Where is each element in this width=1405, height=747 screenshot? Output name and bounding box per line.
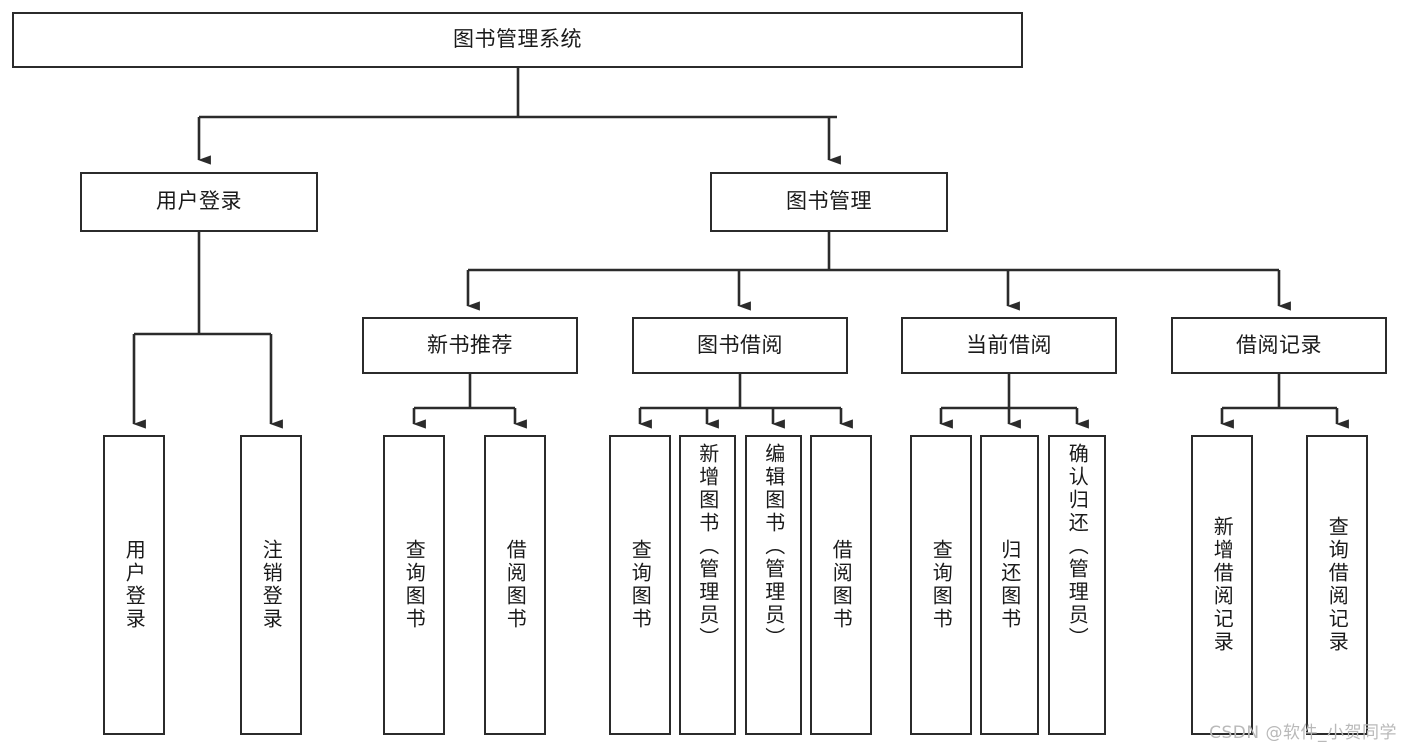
node-leaf-query-borrow-record[interactable]: 查询借阅记录	[1306, 435, 1368, 735]
node-book-borrowing[interactable]: 图书借阅	[632, 317, 848, 374]
node-borrowing-record[interactable]: 借阅记录	[1171, 317, 1387, 374]
node-label: 借阅图书	[503, 539, 528, 631]
node-leaf-user-login[interactable]: 用户登录	[103, 435, 165, 735]
node-label: 新书推荐	[427, 332, 513, 357]
node-user-login[interactable]: 用户登录	[80, 172, 318, 232]
node-label: 编辑图书（管理员）	[761, 443, 786, 650]
node-leaf-add-book-admin[interactable]: 新增图书（管理员）	[679, 435, 736, 735]
node-label: 注销登录	[259, 539, 284, 631]
node-label: 用户登录	[122, 539, 147, 631]
node-label: 借阅图书	[829, 539, 854, 631]
node-label: 借阅记录	[1236, 332, 1322, 357]
node-current-borrowing[interactable]: 当前借阅	[901, 317, 1117, 374]
node-root-book-management-system[interactable]: 图书管理系统	[12, 12, 1023, 68]
node-leaf-query-book-borrowing[interactable]: 查询图书	[609, 435, 671, 735]
node-leaf-borrow-book-new-rec[interactable]: 借阅图书	[484, 435, 546, 735]
csdn-watermark: CSDN @软件_小贺同学	[1209, 723, 1397, 743]
node-leaf-user-logout[interactable]: 注销登录	[240, 435, 302, 735]
node-leaf-edit-book-admin[interactable]: 编辑图书（管理员）	[745, 435, 802, 735]
node-label: 归还图书	[997, 539, 1022, 631]
node-label: 图书管理	[786, 189, 872, 214]
node-book-management[interactable]: 图书管理	[710, 172, 948, 232]
node-leaf-query-book-current[interactable]: 查询图书	[910, 435, 972, 735]
node-label: 图书借阅	[697, 332, 783, 357]
node-new-book-recommendation[interactable]: 新书推荐	[362, 317, 578, 374]
node-leaf-borrow-book-borrowing[interactable]: 借阅图书	[810, 435, 872, 735]
node-label: 当前借阅	[966, 332, 1052, 357]
node-label: 用户登录	[156, 189, 242, 214]
node-leaf-add-borrow-record[interactable]: 新增借阅记录	[1191, 435, 1253, 735]
node-leaf-query-book-new-rec[interactable]: 查询图书	[383, 435, 445, 735]
node-label: 图书管理系统	[453, 27, 582, 52]
node-label: 新增图书（管理员）	[695, 443, 720, 650]
node-leaf-return-book[interactable]: 归还图书	[980, 435, 1039, 735]
node-label: 确认归还（管理员）	[1065, 443, 1090, 650]
node-label: 查询借阅记录	[1325, 516, 1350, 654]
node-label: 查询图书	[929, 539, 954, 631]
node-label: 查询图书	[628, 539, 653, 631]
node-leaf-confirm-return-admin[interactable]: 确认归还（管理员）	[1048, 435, 1106, 735]
node-label: 新增借阅记录	[1210, 516, 1235, 654]
node-label: 查询图书	[402, 539, 427, 631]
